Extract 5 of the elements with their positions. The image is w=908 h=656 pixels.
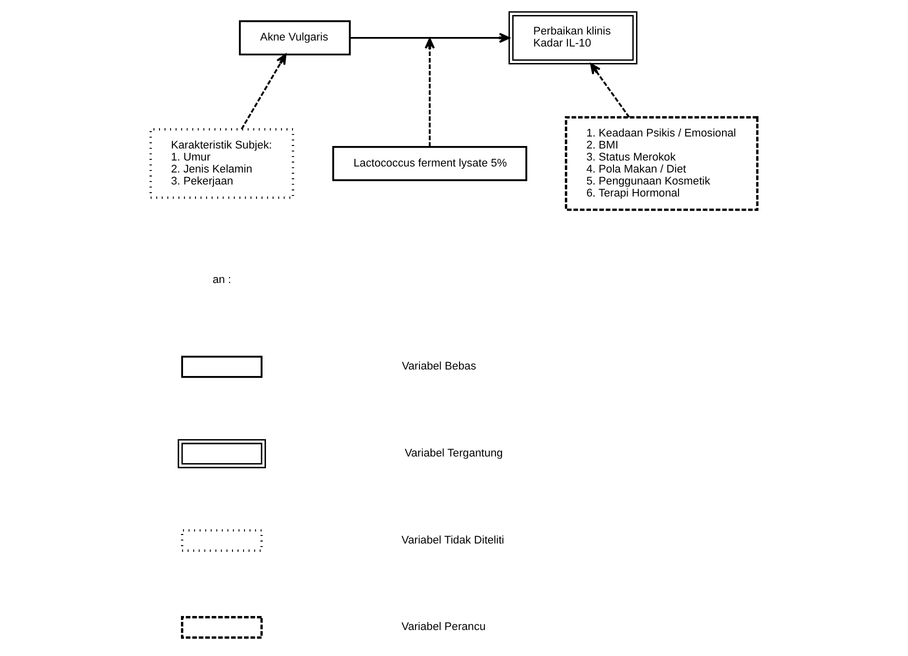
legend-label: Variabel Bebas xyxy=(402,360,476,373)
label: an : xyxy=(212,274,232,286)
legend-label: Variabel Perancu xyxy=(402,621,486,634)
legend-label: Variabel Tidak Diteliti xyxy=(402,534,504,546)
legend-label: Variabel Tergantung xyxy=(404,448,503,460)
